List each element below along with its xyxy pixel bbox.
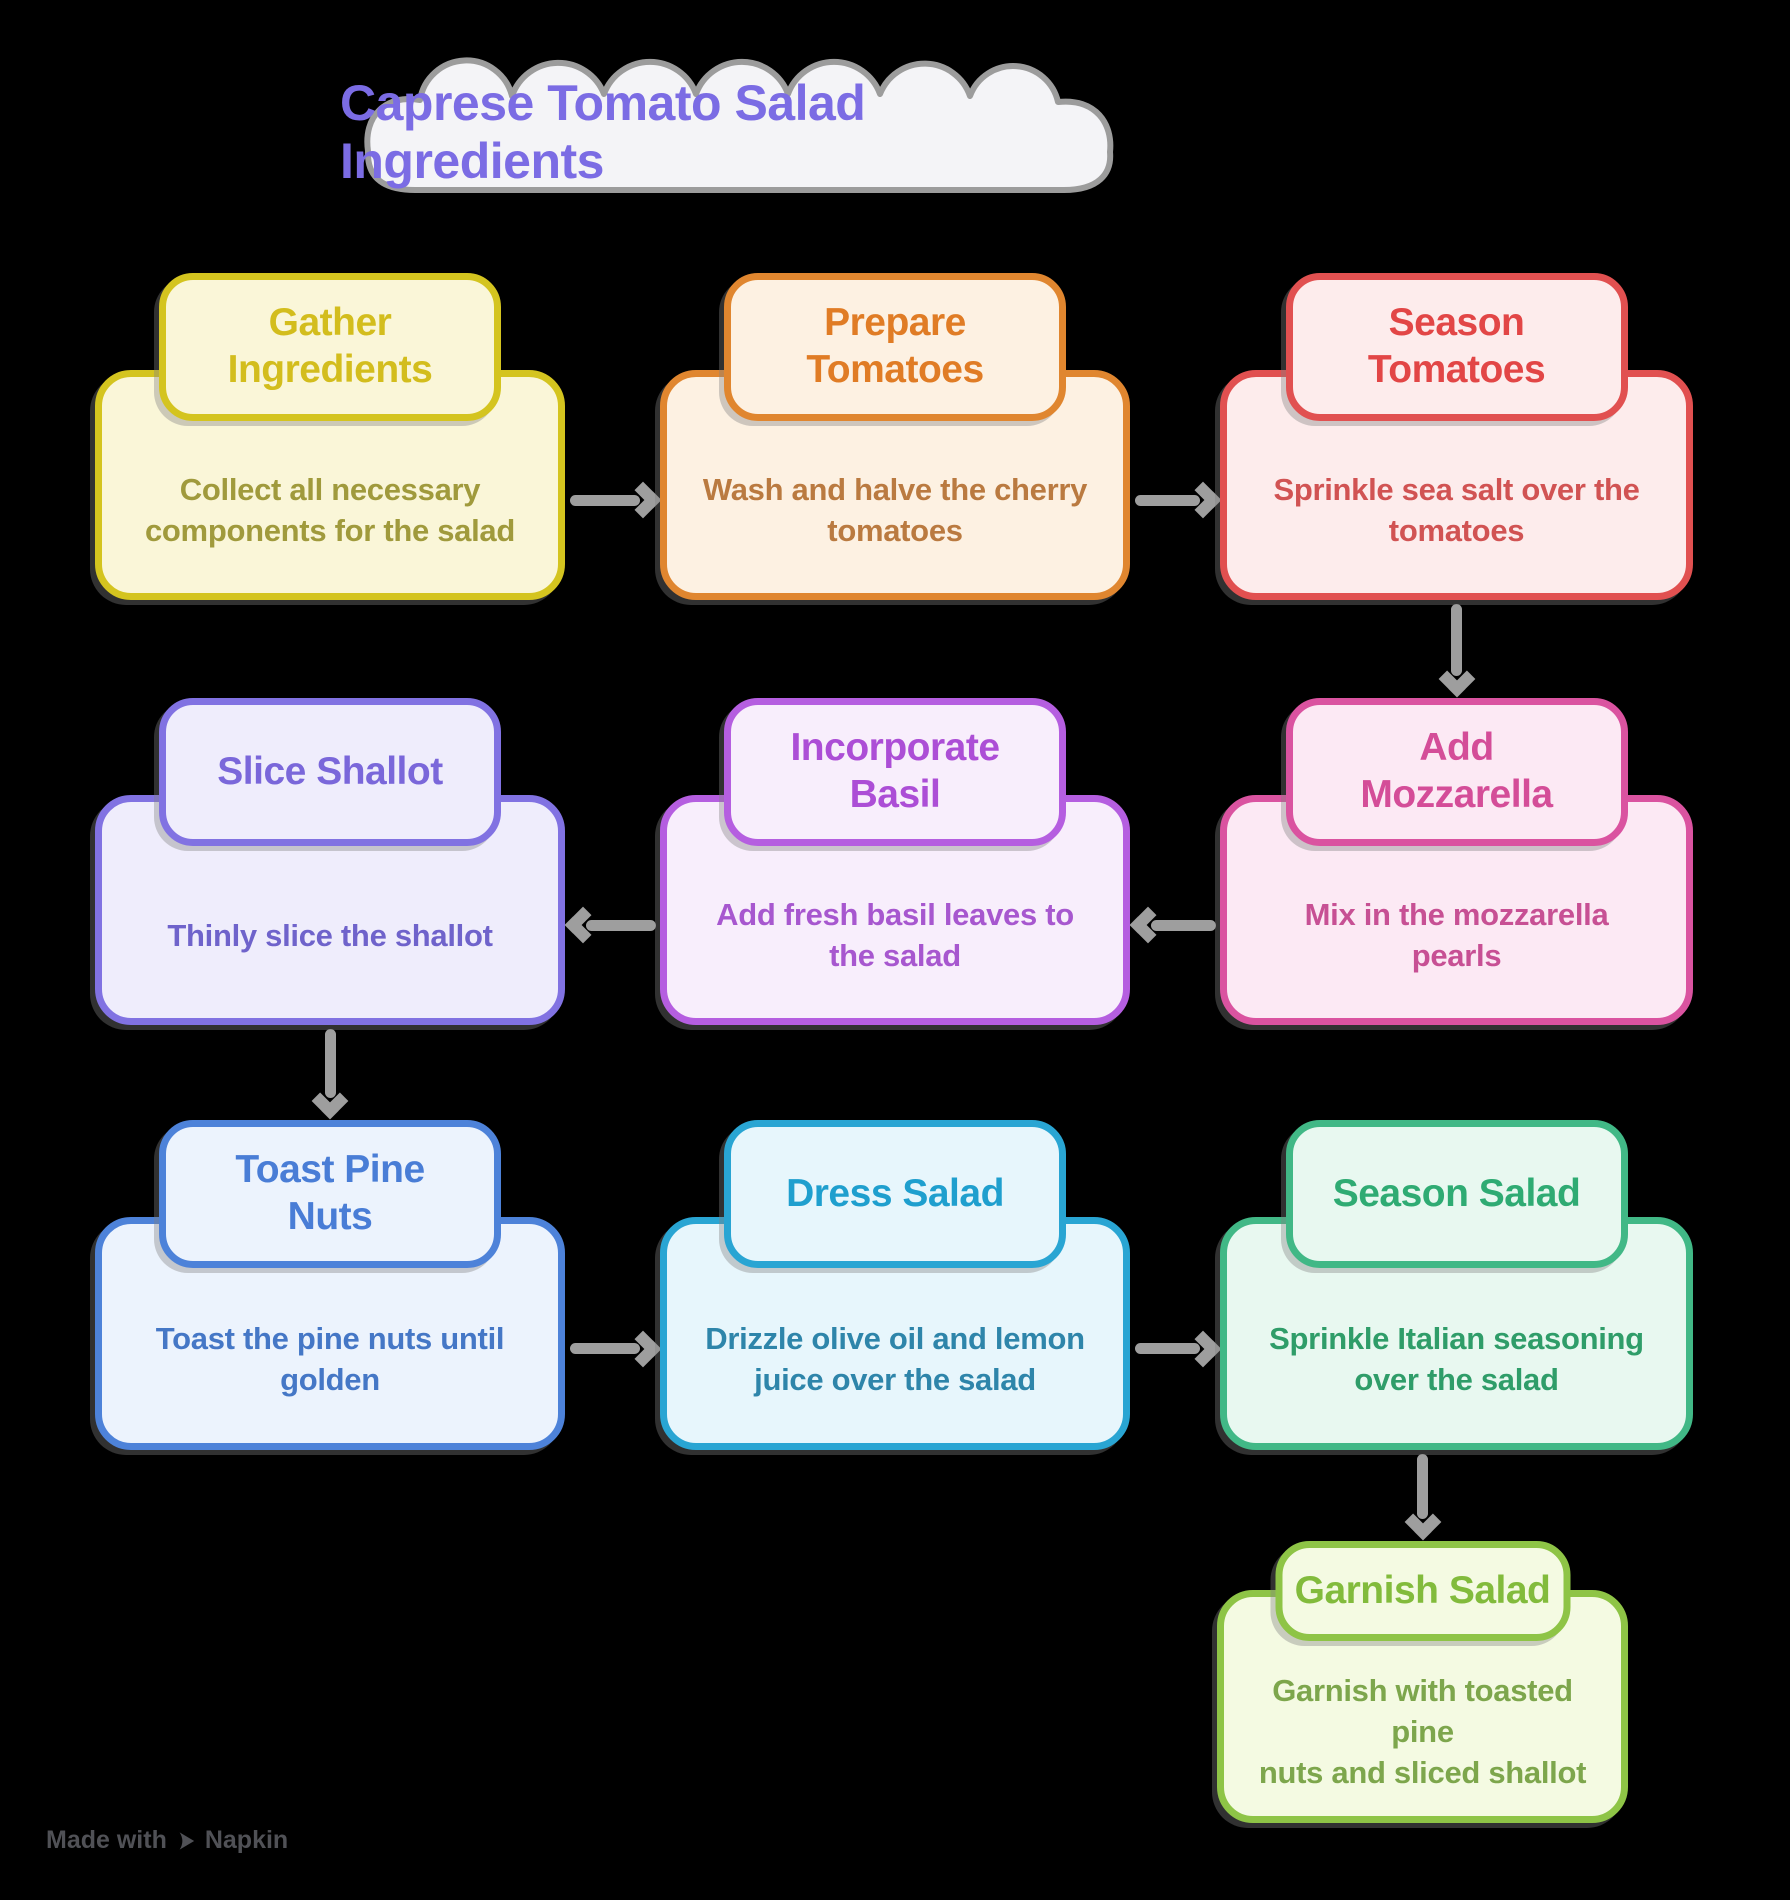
node-prepare-tomatoes: Wash and halve the cherry tomatoes Prepar…	[660, 273, 1130, 600]
node-description: Garnish with toasted pine nuts and slice…	[1258, 1673, 1587, 1790]
flow-arrow-shaft	[1451, 604, 1462, 676]
node-incorporate-basil: Add fresh basil leaves to the salad Incor…	[660, 698, 1130, 1025]
node-add-mozzarella: Mix in the mozzarella pearls Add Mozzarel…	[1220, 698, 1693, 1025]
napkin-pen-nib-icon	[179, 1831, 195, 1850]
node-title-tab: Garnish Salad	[1275, 1541, 1570, 1641]
flow-arrow-head	[311, 1082, 349, 1120]
node-description: Add fresh basil leaves to the salad	[716, 897, 1074, 973]
flow-arrow-head	[1184, 1330, 1222, 1367]
cloud-shape	[364, 57, 1114, 193]
flow-arrow-shaft	[1135, 494, 1200, 506]
node-title-tab: Gather Ingredients	[159, 273, 501, 421]
node-description: Thinly slice the shallot	[167, 917, 493, 953]
node-title: Incorporate Basil	[790, 726, 1000, 816]
flow-arrow-shaft	[570, 1343, 640, 1354]
node-garnish-salad: Garnish with toasted pine nuts and slice…	[1217, 1541, 1628, 1823]
node-title: Dress Salad	[786, 1171, 1004, 1215]
node-description: Drizzle olive oil and lemon juice over t…	[705, 1320, 1085, 1397]
node-description: Wash and halve the cherry tomatoes	[702, 472, 1088, 548]
flow-arrow-head	[564, 906, 602, 944]
flow-arrow-head	[1184, 481, 1222, 519]
flow-arrow-shaft	[1417, 1454, 1428, 1519]
flow-arrow-head	[624, 481, 662, 519]
node-title-tab: Incorporate Basil	[724, 698, 1066, 846]
watermark-brand: Napkin	[204, 1826, 289, 1854]
node-gather-ingredients: Collect all necessary components for the…	[95, 273, 565, 600]
node-description: Collect all necessary components for the…	[144, 472, 516, 548]
flow-arrow-shaft	[1135, 1343, 1200, 1354]
node-title: Gather Ingredients	[227, 301, 433, 391]
node-title: Toast Pine Nuts	[235, 1148, 425, 1238]
node-title-tab: Season Salad	[1285, 1120, 1628, 1268]
node-title: Season Salad	[1332, 1171, 1581, 1215]
node-title-tab: Slice Shallot	[159, 698, 501, 846]
node-dress-salad: Drizzle olive oil and lemon juice over t…	[660, 1120, 1130, 1450]
node-title-tab: Dress Salad	[724, 1120, 1066, 1268]
flow-arrow-head	[624, 1330, 662, 1367]
node-title: Garnish Salad	[1294, 1568, 1551, 1612]
node-description: Sprinkle Italian seasoning over the sala…	[1269, 1320, 1644, 1397]
diagram-title-cloud: Caprese Tomato Salad Ingredients	[340, 50, 1140, 200]
node-description: Mix in the mozzarella pearls	[1304, 897, 1609, 973]
node-season-tomatoes: Sprinkle sea salt over the tomatoes Seaso…	[1220, 273, 1693, 600]
flow-arrow-shaft	[324, 1029, 336, 1098]
node-title-tab: Season Tomatoes	[1285, 273, 1628, 421]
node-title: Add Mozzarella	[1360, 726, 1553, 816]
flow-arrow-head	[1404, 1503, 1441, 1541]
flow-arrow-shaft	[586, 919, 656, 931]
flow-arrow-shaft	[570, 494, 640, 506]
node-title-tab: Prepare Tomatoes	[724, 273, 1066, 421]
flow-arrow-head	[1129, 906, 1167, 944]
node-toast-pine-nuts: Toast the pine nuts until golden Toast Pi…	[95, 1120, 565, 1450]
watermark-prefix: Made with	[46, 1826, 167, 1854]
flow-arrow-shaft	[1151, 919, 1216, 931]
node-season-salad: Sprinkle Italian seasoning over the sala…	[1220, 1120, 1693, 1450]
node-title: Season Tomatoes	[1367, 301, 1546, 391]
node-title: Prepare Tomatoes	[806, 301, 984, 391]
watermark: Made with Napkin	[46, 1826, 288, 1855]
node-slice-shallot: Thinly slice the shallot Slice Shallot	[95, 698, 565, 1025]
page-title: Caprese Tomato Salad Ingredients	[340, 75, 866, 189]
node-description: Toast the pine nuts until golden	[155, 1320, 505, 1397]
node-title-tab: Add Mozzarella	[1285, 698, 1628, 846]
node-title: Slice Shallot	[217, 749, 443, 793]
node-description: Sprinkle sea salt over the tomatoes	[1273, 472, 1640, 548]
node-title-tab: Toast Pine Nuts	[159, 1120, 501, 1268]
flow-arrow-head	[1438, 660, 1475, 698]
